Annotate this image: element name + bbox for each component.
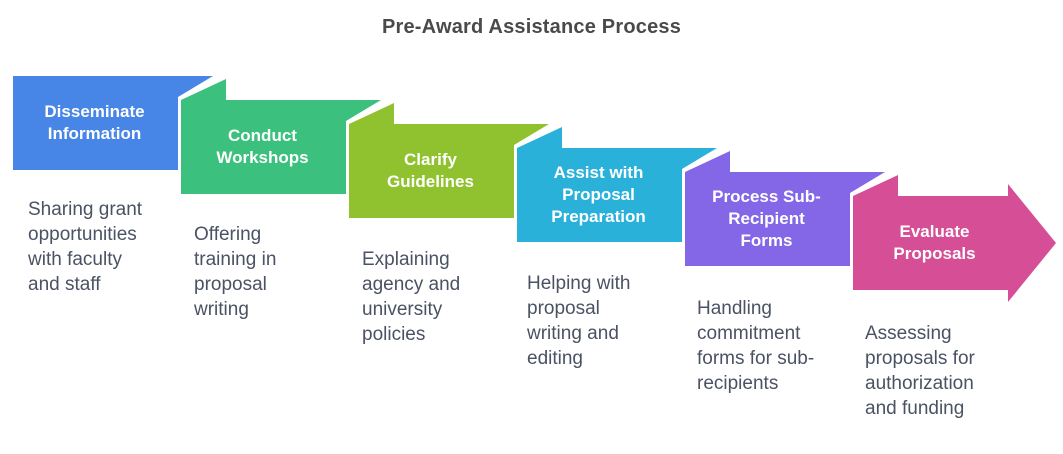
step-1-description: Sharing grant opportunities with faculty…: [28, 199, 143, 295]
step-6-fold-icon: [853, 175, 898, 196]
step-4-fold-icon: [517, 127, 562, 148]
step-4-label: Assist with Proposal Preparation: [551, 163, 646, 226]
step-6-arrow: [853, 184, 1056, 302]
diagram-title: Pre-Award Assistance Process: [381, 16, 682, 38]
step-3-label: Clarify Guidelines: [387, 150, 474, 191]
step-5-shape: [685, 151, 885, 266]
step-4-description: Helping with proposal writing and editin…: [527, 273, 631, 369]
step-6-description: Assessing proposals for authorization an…: [865, 323, 975, 419]
step-3-description: Explaining agency and university policie…: [362, 249, 461, 345]
step-1-box: [13, 76, 213, 170]
step-2-shape: [181, 79, 381, 194]
step-5-label: Process Sub- Recipient Forms: [712, 187, 821, 250]
step-1-shape: [13, 76, 213, 170]
step-2-description: Offering training in proposal writing: [194, 224, 277, 320]
step-4-box: [517, 148, 717, 242]
step-6-shape: [853, 175, 1056, 302]
step-5-box: [685, 172, 885, 266]
step-6-label: Evaluate Proposals: [893, 222, 976, 263]
step-3-box: [349, 124, 549, 218]
step-5-description: Handling commitment forms for sub- recip…: [697, 298, 815, 394]
step-2-fold-icon: [181, 79, 226, 100]
step-3-fold-icon: [349, 103, 394, 124]
step-5-fold-icon: [685, 151, 730, 172]
step-2-label: Conduct Workshops: [216, 126, 309, 167]
step-4-shape: [517, 127, 717, 242]
step-2-box: [181, 100, 381, 194]
step-3-shape: [349, 103, 549, 218]
step-1-label: Disseminate Information: [44, 102, 145, 143]
